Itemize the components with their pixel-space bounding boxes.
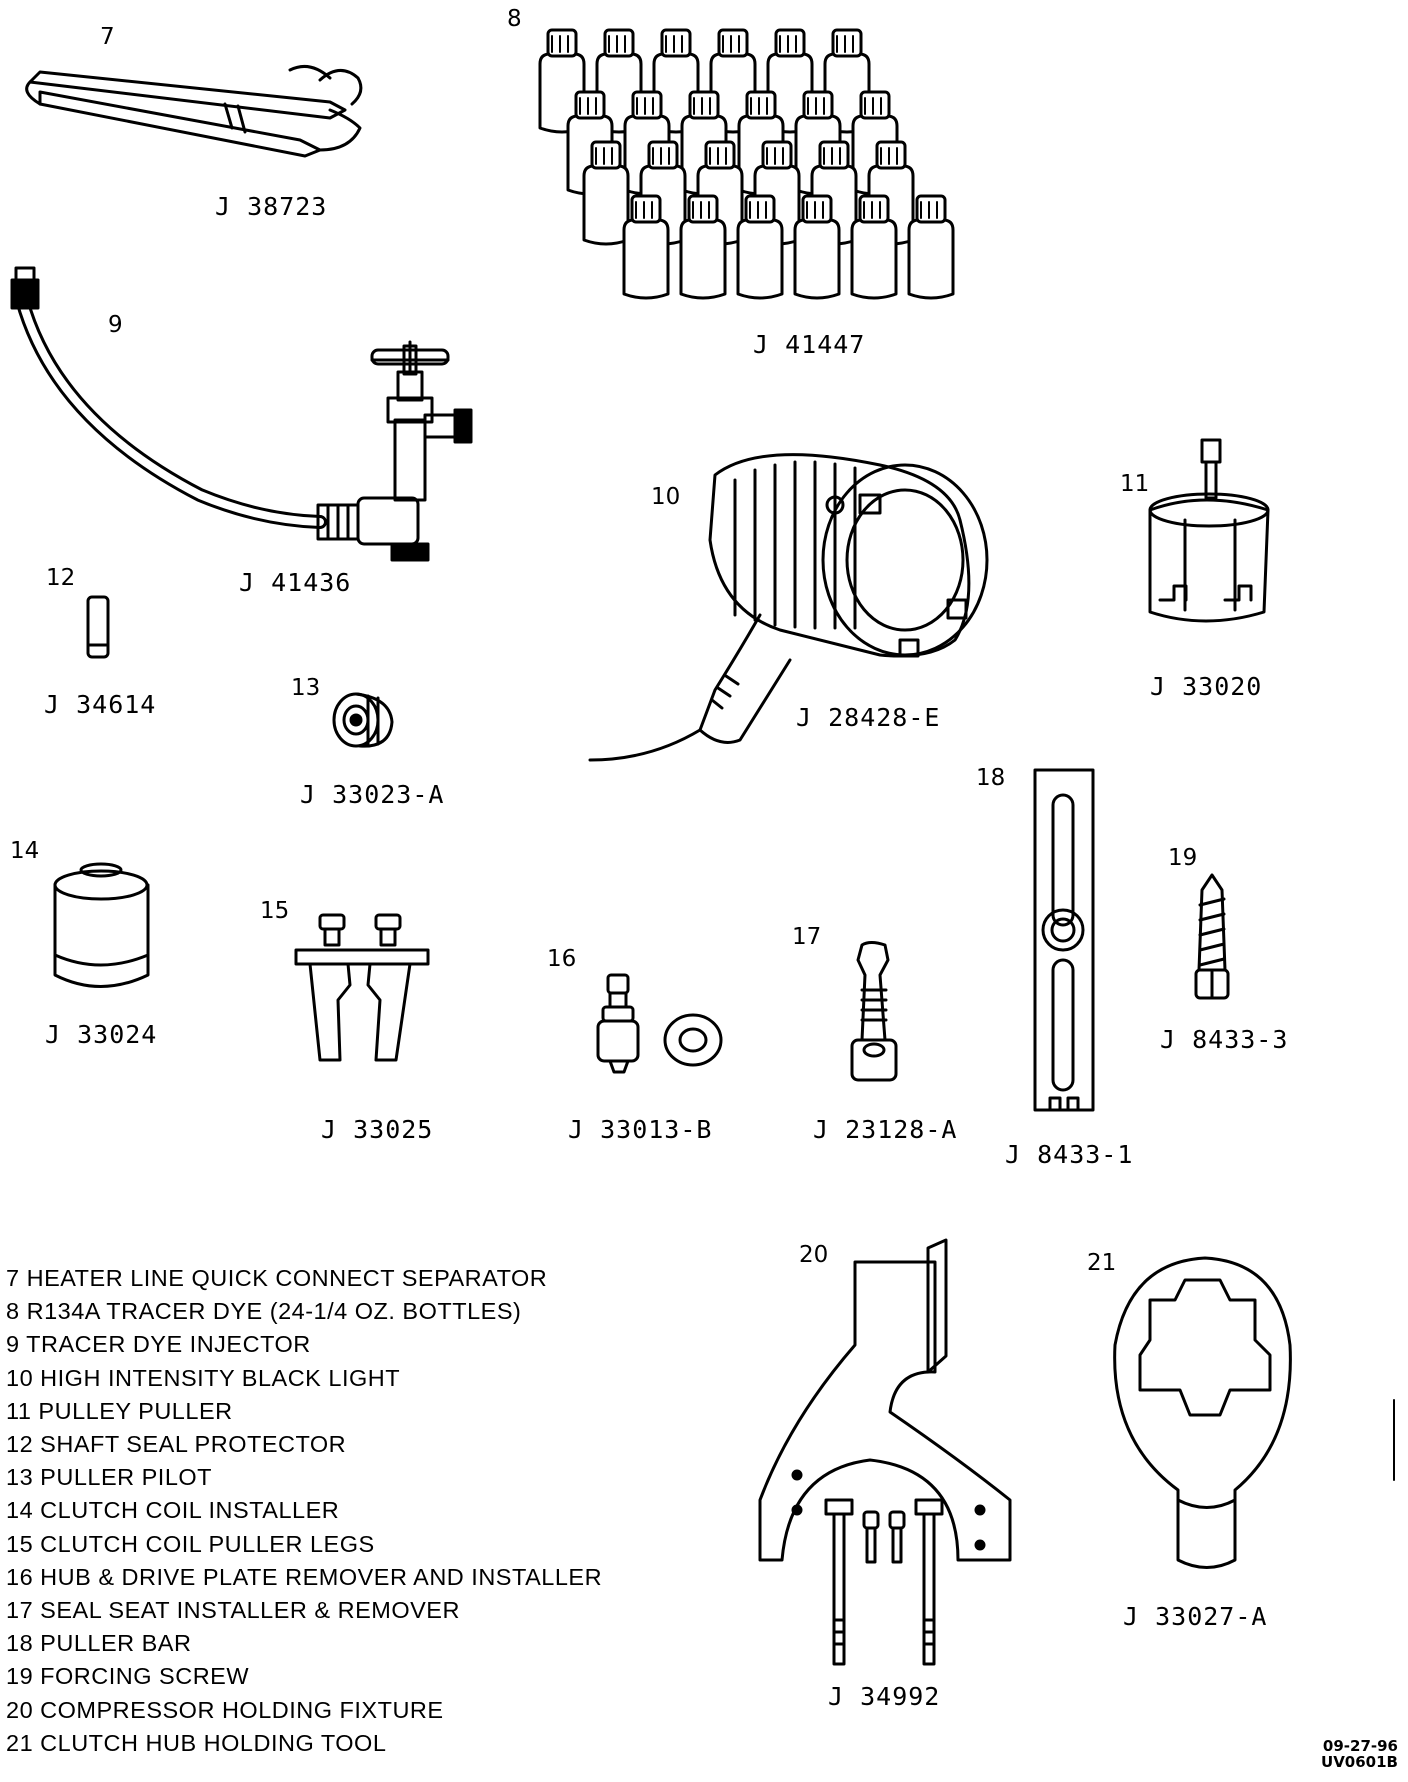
dye-bottle [793, 194, 841, 300]
tool-part-13: J 33023-A [300, 780, 445, 809]
dye-bottle [823, 28, 871, 134]
dye-bottle [652, 28, 700, 134]
figure-code-block: 09-27-96 UV0601B [1321, 1738, 1398, 1770]
tool-part-10: J 28428-E [796, 703, 941, 732]
puller-pilot-drawing [332, 692, 394, 748]
pulley-puller-drawing [1148, 438, 1270, 623]
legend-item: 8 R134A TRACER DYE (24-1/4 OZ. BOTTLES) [6, 1298, 522, 1325]
legend-item: 18 PULLER BAR [6, 1630, 192, 1657]
legend-item: 7 HEATER LINE QUICK CONNECT SEPARATOR [6, 1265, 548, 1291]
tool-callout-11: 11 [1120, 471, 1150, 497]
clutch-hub-holding-tool-drawing [1113, 1256, 1292, 1569]
legend-item: 15 CLUTCH COIL PULLER LEGS [6, 1530, 375, 1557]
legend-item: 12 SHAFT SEAL PROTECTOR [6, 1431, 347, 1458]
legend-item: 21 CLUTCH HUB HOLDING TOOL [6, 1729, 387, 1756]
legend-item: 17 SEAL SEAT INSTALLER & REMOVER [6, 1597, 460, 1624]
tracer-dye-bottles-drawing [538, 28, 955, 300]
puller-bar-drawing [1033, 768, 1095, 1112]
tool-legend: 7 HEATER LINE QUICK CONNECT SEPARATOR 8 … [6, 1262, 602, 1760]
tool-part-20: J 34992 [828, 1682, 941, 1711]
legend-item: 13 PULLER PILOT [6, 1464, 213, 1491]
quick-connect-separator-drawing [25, 64, 363, 158]
tool-callout-10: 10 [651, 484, 681, 510]
legend-item: 16 HUB & DRIVE PLATE REMOVER AND INSTALL… [6, 1563, 603, 1590]
tool-callout-12: 12 [46, 565, 76, 591]
compressor-holding-fixture-drawing [758, 1238, 1012, 1666]
legend-item: 20 COMPRESSOR HOLDING FIXTURE [6, 1696, 444, 1723]
tool-callout-14: 14 [10, 838, 40, 864]
hub-drive-plate-remover-drawing [596, 973, 723, 1074]
dye-bottle [907, 194, 955, 300]
figure-code: UV0601B [1321, 1753, 1398, 1771]
dye-bottle [766, 28, 814, 134]
tool-callout-17: 17 [792, 924, 822, 950]
tool-callout-20: 20 [799, 1242, 829, 1268]
tool-callout-13: 13 [291, 675, 321, 701]
tool-part-18: J 8433-1 [1005, 1140, 1134, 1169]
tool-callout-8: 8 [507, 6, 522, 32]
dye-bottle [709, 28, 757, 134]
tool-part-11: J 33020 [1150, 672, 1263, 701]
legend-item: 19 FORCING SCREW [6, 1663, 250, 1690]
tool-part-17: J 23128-A [813, 1115, 958, 1144]
tool-callout-18: 18 [976, 765, 1006, 791]
tool-callout-19: 19 [1168, 845, 1198, 871]
black-light-drawing [588, 453, 989, 762]
dye-bottle [622, 194, 670, 300]
dye-bottle [538, 28, 586, 134]
tool-part-7: J 38723 [215, 192, 328, 221]
tool-part-19: J 8433-3 [1160, 1025, 1289, 1054]
seal-seat-installer-drawing [850, 941, 898, 1082]
tool-part-21: J 33027-A [1123, 1602, 1268, 1631]
dye-bottle [679, 194, 727, 300]
dye-bottle [582, 140, 630, 246]
tool-part-8: J 41447 [753, 330, 866, 359]
tool-callout-7: 7 [100, 24, 115, 50]
tracer-dye-injector-drawing [10, 266, 473, 562]
tool-callout-21: 21 [1087, 1250, 1117, 1276]
legend-item: 11 PULLEY PULLER [6, 1397, 233, 1424]
tool-part-12: J 34614 [44, 690, 157, 719]
tool-part-9: J 41436 [239, 568, 352, 597]
tool-part-16: J 33013-B [568, 1115, 713, 1144]
clutch-coil-puller-legs-drawing [294, 913, 430, 1062]
tool-callout-16: 16 [547, 946, 577, 972]
date-code: 09-27-96 [1322, 1737, 1398, 1755]
legend-item: 10 HIGH INTENSITY BLACK LIGHT [6, 1364, 401, 1391]
forcing-screw-drawing [1194, 873, 1230, 1000]
dye-bottle [736, 194, 784, 300]
dye-bottle [595, 28, 643, 134]
dye-bottle [850, 194, 898, 300]
clutch-coil-installer-drawing [53, 862, 150, 988]
tool-callout-9: 9 [108, 312, 123, 338]
legend-item: 14 CLUTCH COIL INSTALLER [6, 1497, 340, 1524]
tool-part-14: J 33024 [45, 1020, 158, 1049]
tool-part-15: J 33025 [321, 1115, 434, 1144]
shaft-seal-protector-drawing [86, 595, 110, 659]
legend-item: 9 TRACER DYE INJECTOR [6, 1331, 311, 1358]
tool-callout-15: 15 [260, 898, 290, 924]
